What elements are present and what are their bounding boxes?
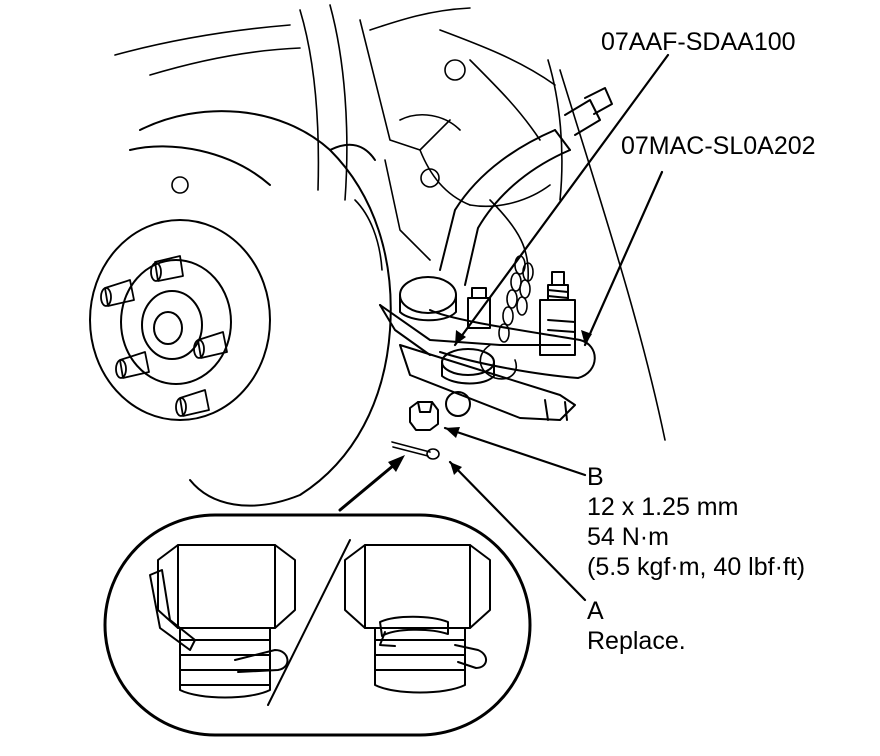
- detail-arrow: [338, 455, 405, 512]
- callout-a-letter: A: [587, 597, 604, 625]
- leader-arrowheads: [445, 330, 592, 475]
- callout-a-note: Replace.: [587, 627, 686, 655]
- inset-nut-left: [149, 544, 296, 699]
- background-structure: [114, 4, 666, 441]
- knuckle-shield: [129, 110, 392, 507]
- tie-rod: [439, 87, 613, 286]
- detail-inset: [103, 513, 532, 737]
- callout-a: A Replace.: [587, 596, 686, 656]
- callout-b-torque: 54 N·m: [587, 523, 669, 551]
- callout-b: B 12 x 1.25 mm 54 N·m (5.5 kgf·m, 40 lbf…: [587, 462, 805, 582]
- leader-lines: [443, 53, 670, 602]
- callout-b-torque-alt: (5.5 kgf·m, 40 lbf·ft): [587, 553, 806, 581]
- callout-b-size: 12 x 1.25 mm: [587, 493, 739, 521]
- callout-b-letter: B: [587, 463, 604, 491]
- castle-nut: [409, 401, 439, 431]
- ball-joint: [379, 276, 571, 417]
- ball-joint-remover-tool: [399, 271, 596, 421]
- wheel-stud: [100, 255, 228, 417]
- cotter-pin: [391, 441, 440, 460]
- wheel-hub: [89, 219, 271, 421]
- tool-label-remover: 07MAC-SL0A202: [621, 132, 816, 160]
- inset-nut-right: [344, 544, 491, 694]
- tool-label-chain: 07AAF-SDAA100: [601, 28, 796, 56]
